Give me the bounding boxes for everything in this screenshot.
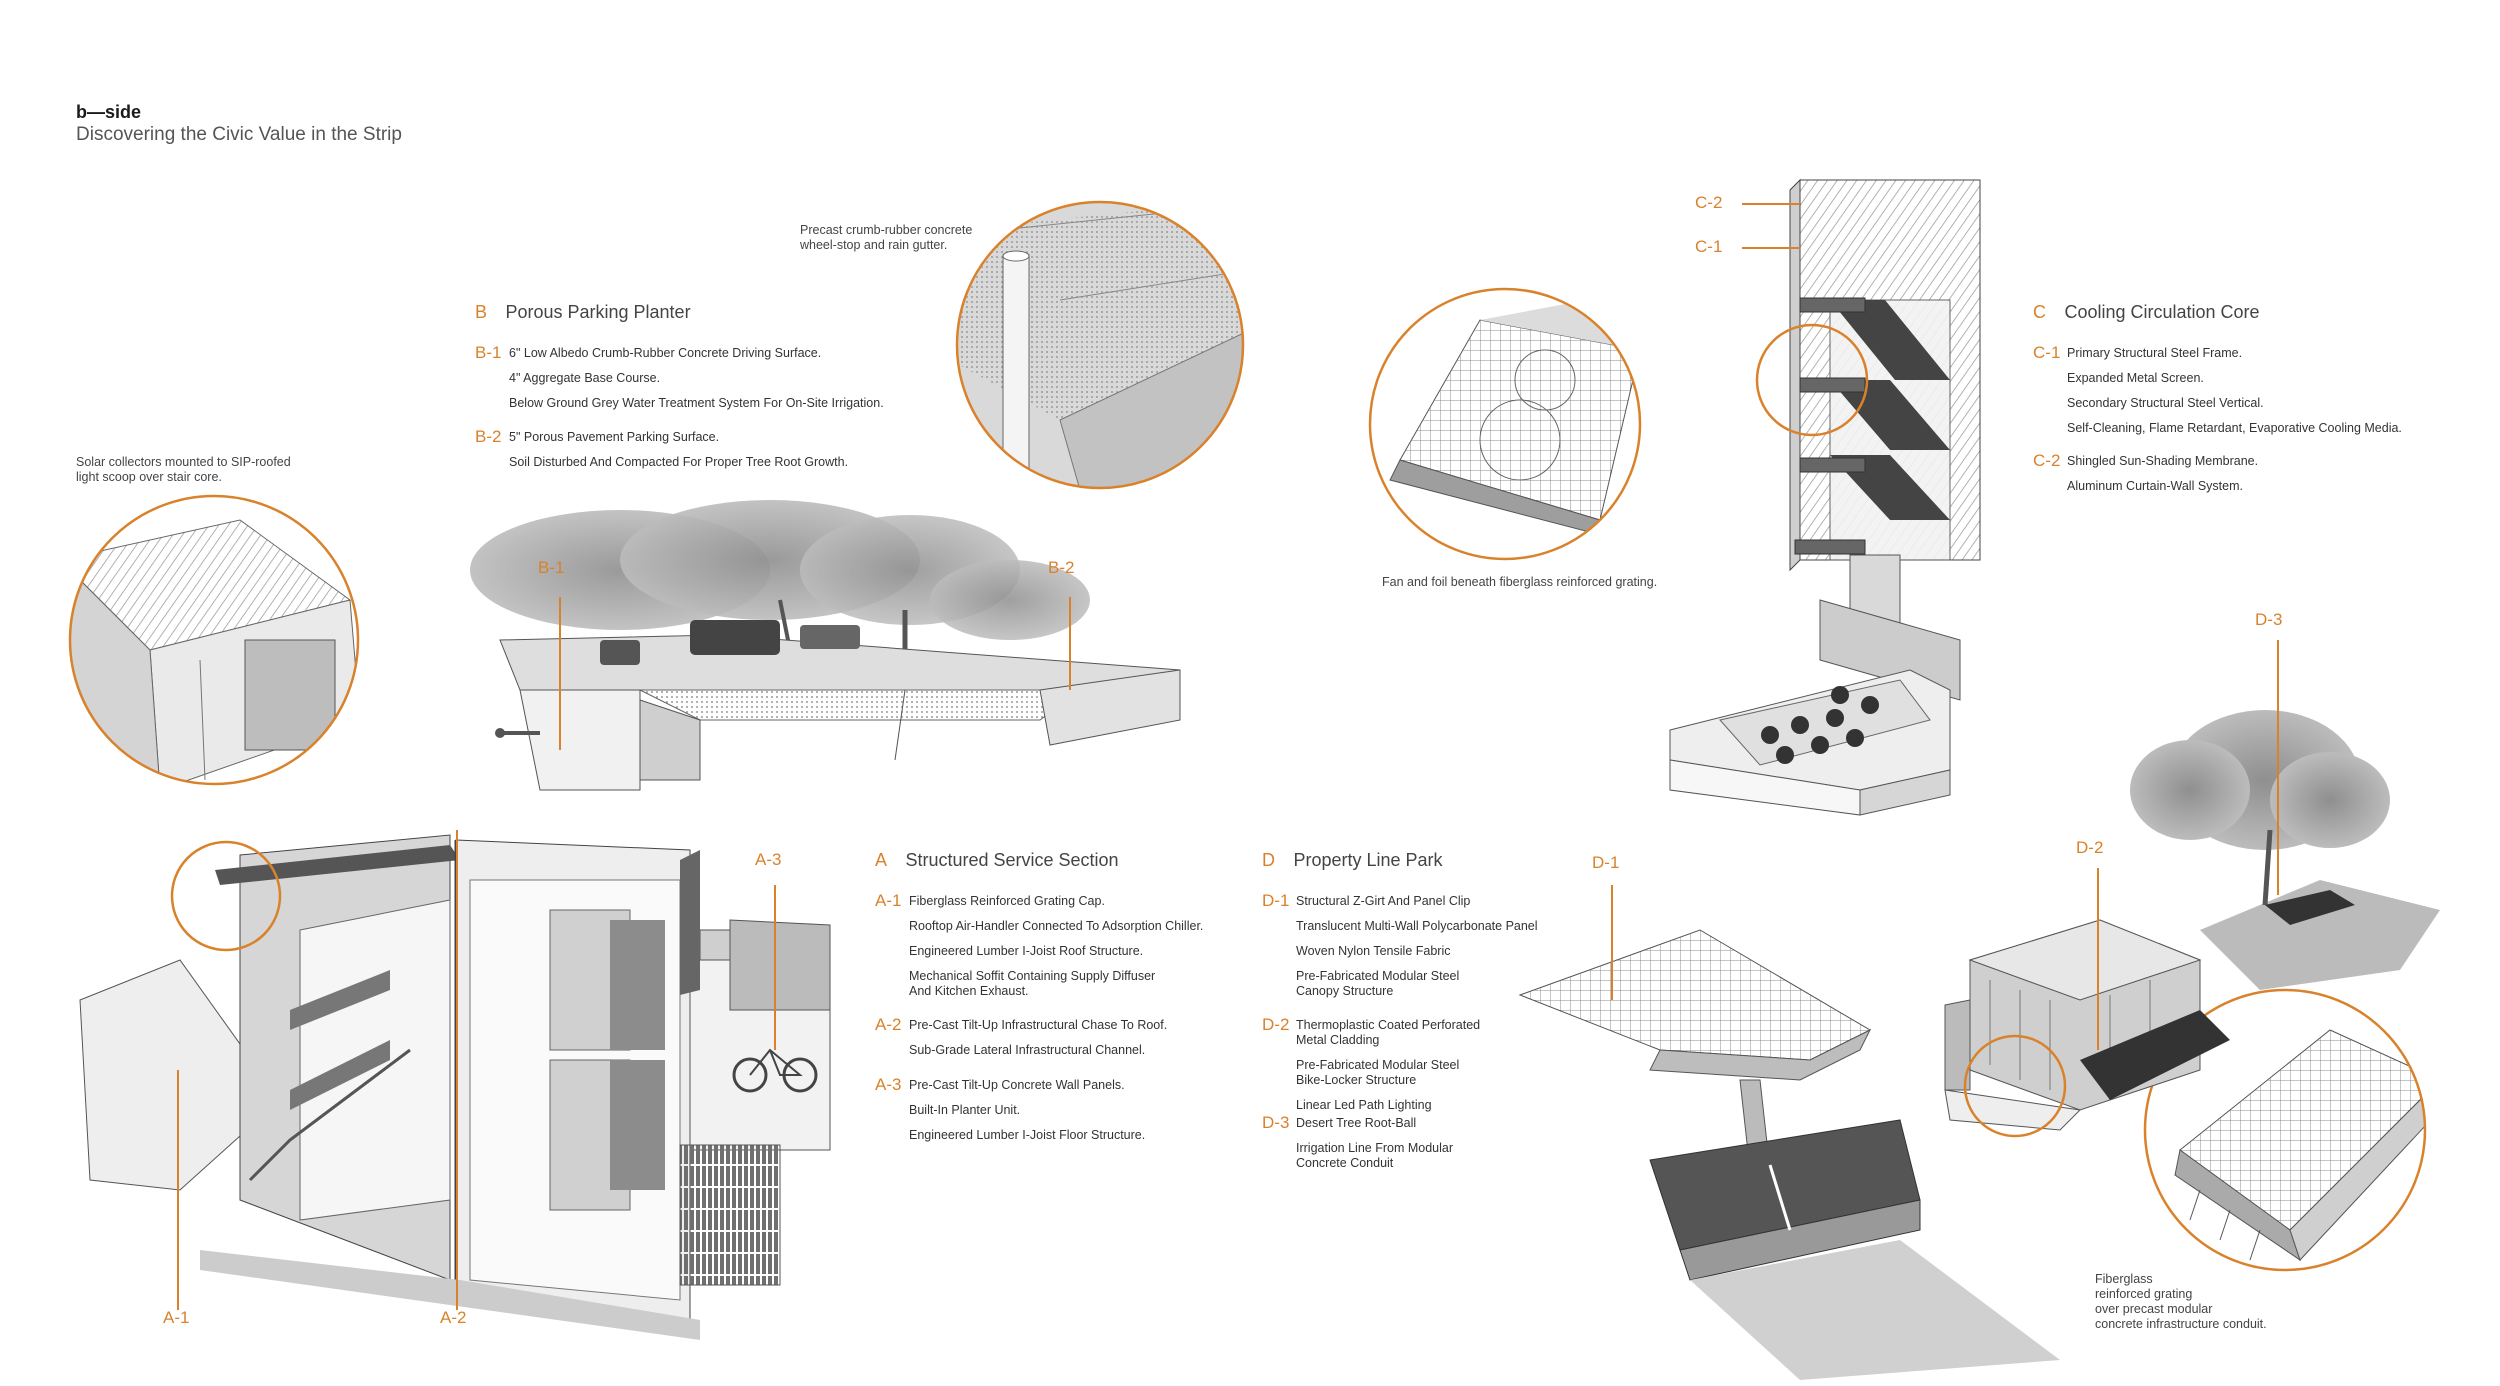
section-letter: C: [2033, 302, 2046, 322]
list-item: B-2 5" Porous Pavement Parking Surface. …: [475, 427, 849, 469]
canopy-drawing: [1518, 929, 2060, 1380]
list-item: B-1 6" Low Albedo Crumb-Rubber Concrete …: [475, 343, 884, 410]
callout-a1: A-1: [163, 1308, 190, 1327]
desert-tree-drawing: [2130, 710, 2440, 990]
list-item: C-2 Shingled Sun-Shading Membrane. Alumi…: [2033, 451, 2259, 493]
callout-b2: B-2: [1048, 558, 1075, 577]
page-title: b—side: [76, 102, 142, 122]
section-d-heading: D Property Line Park: [1262, 850, 1443, 871]
section-a-list: A-1 Fiberglass Reinforced Grating Cap. R…: [875, 891, 1275, 1151]
callout-a3: A-3: [755, 850, 782, 869]
solar-caption: Solar collectors mounted to SIP-roofed l…: [76, 455, 291, 484]
section-letter: A: [875, 850, 888, 870]
wheelstop-caption: Precast crumb-rubber concrete wheel-stop…: [800, 223, 973, 252]
service-section-drawing: [79, 834, 831, 1340]
callout-d1: D-1: [1592, 853, 1620, 872]
wheelstop-detail-circle: [955, 200, 1245, 490]
section-b-heading: B Porous Parking Planter: [475, 302, 691, 323]
list-item: C-1 Primary Structural Steel Frame. Expa…: [2033, 343, 2402, 435]
section-c-heading: C Cooling Circulation Core: [2033, 302, 2260, 323]
cooling-core-drawing: [1669, 178, 1981, 816]
callout-c2: C-2: [1695, 193, 1723, 212]
fan-detail-circle: [1368, 287, 1642, 561]
section-letter: D: [1262, 850, 1275, 870]
section-d-list: D-1 Structural Z-Girt And Panel Clip Tra…: [1262, 891, 1592, 1173]
grating-detail-circle: [2143, 988, 2427, 1272]
solar-detail-circle: [68, 494, 360, 786]
page-subtitle: Discovering the Civic Value in the Strip: [76, 124, 402, 145]
callout-d2: D-2: [2076, 838, 2104, 857]
section-title: Porous Parking Planter: [505, 302, 691, 322]
section-title: Cooling Circulation Core: [2064, 302, 2260, 322]
fan-caption: Fan and foil beneath fiberglass reinforc…: [1382, 575, 1658, 589]
section-c-list: C-1 Primary Structural Steel Frame. Expa…: [2033, 343, 2473, 501]
section-title: Property Line Park: [1293, 850, 1443, 870]
list-item: D-1 Structural Z-Girt And Panel Clip Tra…: [1262, 891, 1538, 998]
list-item: A-1 Fiberglass Reinforced Grating Cap. R…: [875, 891, 1204, 998]
section-a-heading: A Structured Service Section: [875, 850, 1119, 871]
section-b-list: B-1 6" Low Albedo Crumb-Rubber Concrete …: [475, 343, 935, 477]
section-title: Structured Service Section: [905, 850, 1119, 870]
list-item: D-3 Desert Tree Root-Ball Irrigation Lin…: [1262, 1113, 1454, 1170]
section-letter: B: [475, 302, 488, 322]
list-item: A-2 Pre-Cast Tilt-Up Infrastructural Cha…: [875, 1015, 1168, 1057]
bike-locker-drawing: [1944, 919, 2230, 1138]
callout-d3: D-3: [2255, 610, 2283, 629]
callout-c1: C-1: [1695, 237, 1723, 256]
grating-caption: Fiberglass reinforced grating over preca…: [2095, 1272, 2267, 1331]
leader-lines: [177, 203, 2279, 1310]
callout-b1: B-1: [538, 558, 565, 577]
list-item: D-2 Thermoplastic Coated Perforated Meta…: [1262, 1015, 1481, 1112]
list-item: A-3 Pre-Cast Tilt-Up Concrete Wall Panel…: [875, 1075, 1146, 1142]
parking-planter-drawing: [470, 500, 1181, 791]
callout-a2: A-2: [440, 1308, 467, 1327]
